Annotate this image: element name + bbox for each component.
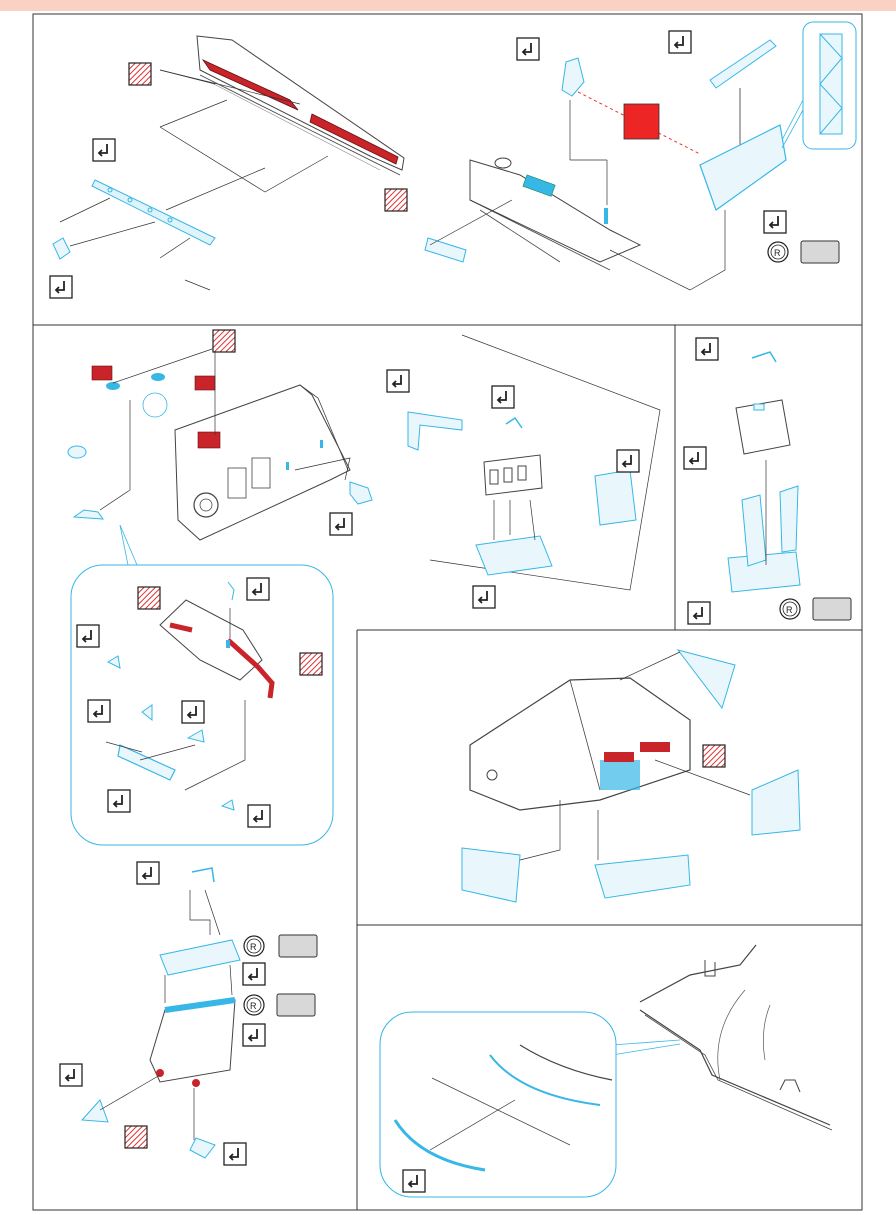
- blank-gray-tag: [813, 598, 851, 620]
- red-hatched-part-icon: [703, 745, 725, 767]
- fold-arrow-icon: [403, 1170, 425, 1192]
- step-container-box: R R: [60, 862, 317, 1165]
- fold-arrow-icon: [764, 211, 786, 233]
- fold-arrow-icon: [243, 1024, 265, 1046]
- step-hull-compartment: [462, 650, 800, 902]
- fold-arrow-icon: [517, 38, 539, 60]
- step-engine-deck: R: [425, 22, 856, 290]
- red-hatched-part-icon: [213, 330, 235, 352]
- fold-arrow-icon: [77, 625, 99, 647]
- red-hatched-part-icon: [300, 653, 322, 675]
- fold-arrow-icon: [330, 513, 352, 535]
- fold-arrow-icon: [88, 700, 110, 722]
- step-rail-assembly: [50, 36, 407, 298]
- resin-mark-text: R: [774, 248, 781, 258]
- blank-gray-tag: [277, 994, 315, 1016]
- fold-arrow-icon: [137, 862, 159, 884]
- fold-arrow-icon: [108, 790, 130, 812]
- fold-arrow-icon: [93, 139, 115, 161]
- fold-arrow-icon: [669, 31, 691, 53]
- red-hatched-part-icon: [385, 189, 407, 211]
- red-hatched-part-icon: [129, 63, 151, 85]
- fold-arrow-icon: [696, 338, 718, 360]
- step-ammo-box: [408, 335, 660, 608]
- resin-mark-text: R: [250, 942, 257, 952]
- detail-bubble-hatch: [71, 525, 333, 845]
- blank-gray-tag: [801, 241, 839, 263]
- fold-arrow-icon: [688, 602, 710, 624]
- fold-arrow-icon: [387, 370, 409, 392]
- red-hatched-part-icon: [125, 1126, 147, 1148]
- step-stowage-box: R: [684, 338, 851, 624]
- blank-gray-tag: [279, 935, 317, 957]
- resin-mark-text: R: [786, 605, 793, 615]
- warning-red-square: [624, 104, 659, 139]
- fold-arrow-icon: [243, 963, 265, 985]
- fold-arrow-icon: [473, 586, 495, 608]
- fold-arrow-icon: [224, 1143, 246, 1165]
- fold-arrow-icon: [617, 450, 639, 472]
- fold-arrow-icon: [60, 1064, 82, 1086]
- red-hatched-part-icon: [138, 587, 160, 609]
- resin-mark-text: R: [250, 1001, 257, 1011]
- fold-arrow-icon: [50, 276, 72, 298]
- step-hull-side: [68, 330, 409, 540]
- fold-arrow-icon: [492, 386, 514, 408]
- step-fender-trim: [380, 945, 832, 1197]
- fold-arrow-icon: [248, 805, 270, 827]
- fold-arrow-icon: [247, 578, 269, 600]
- fold-arrow-icon: [684, 447, 706, 469]
- fold-arrow-icon: [182, 701, 204, 723]
